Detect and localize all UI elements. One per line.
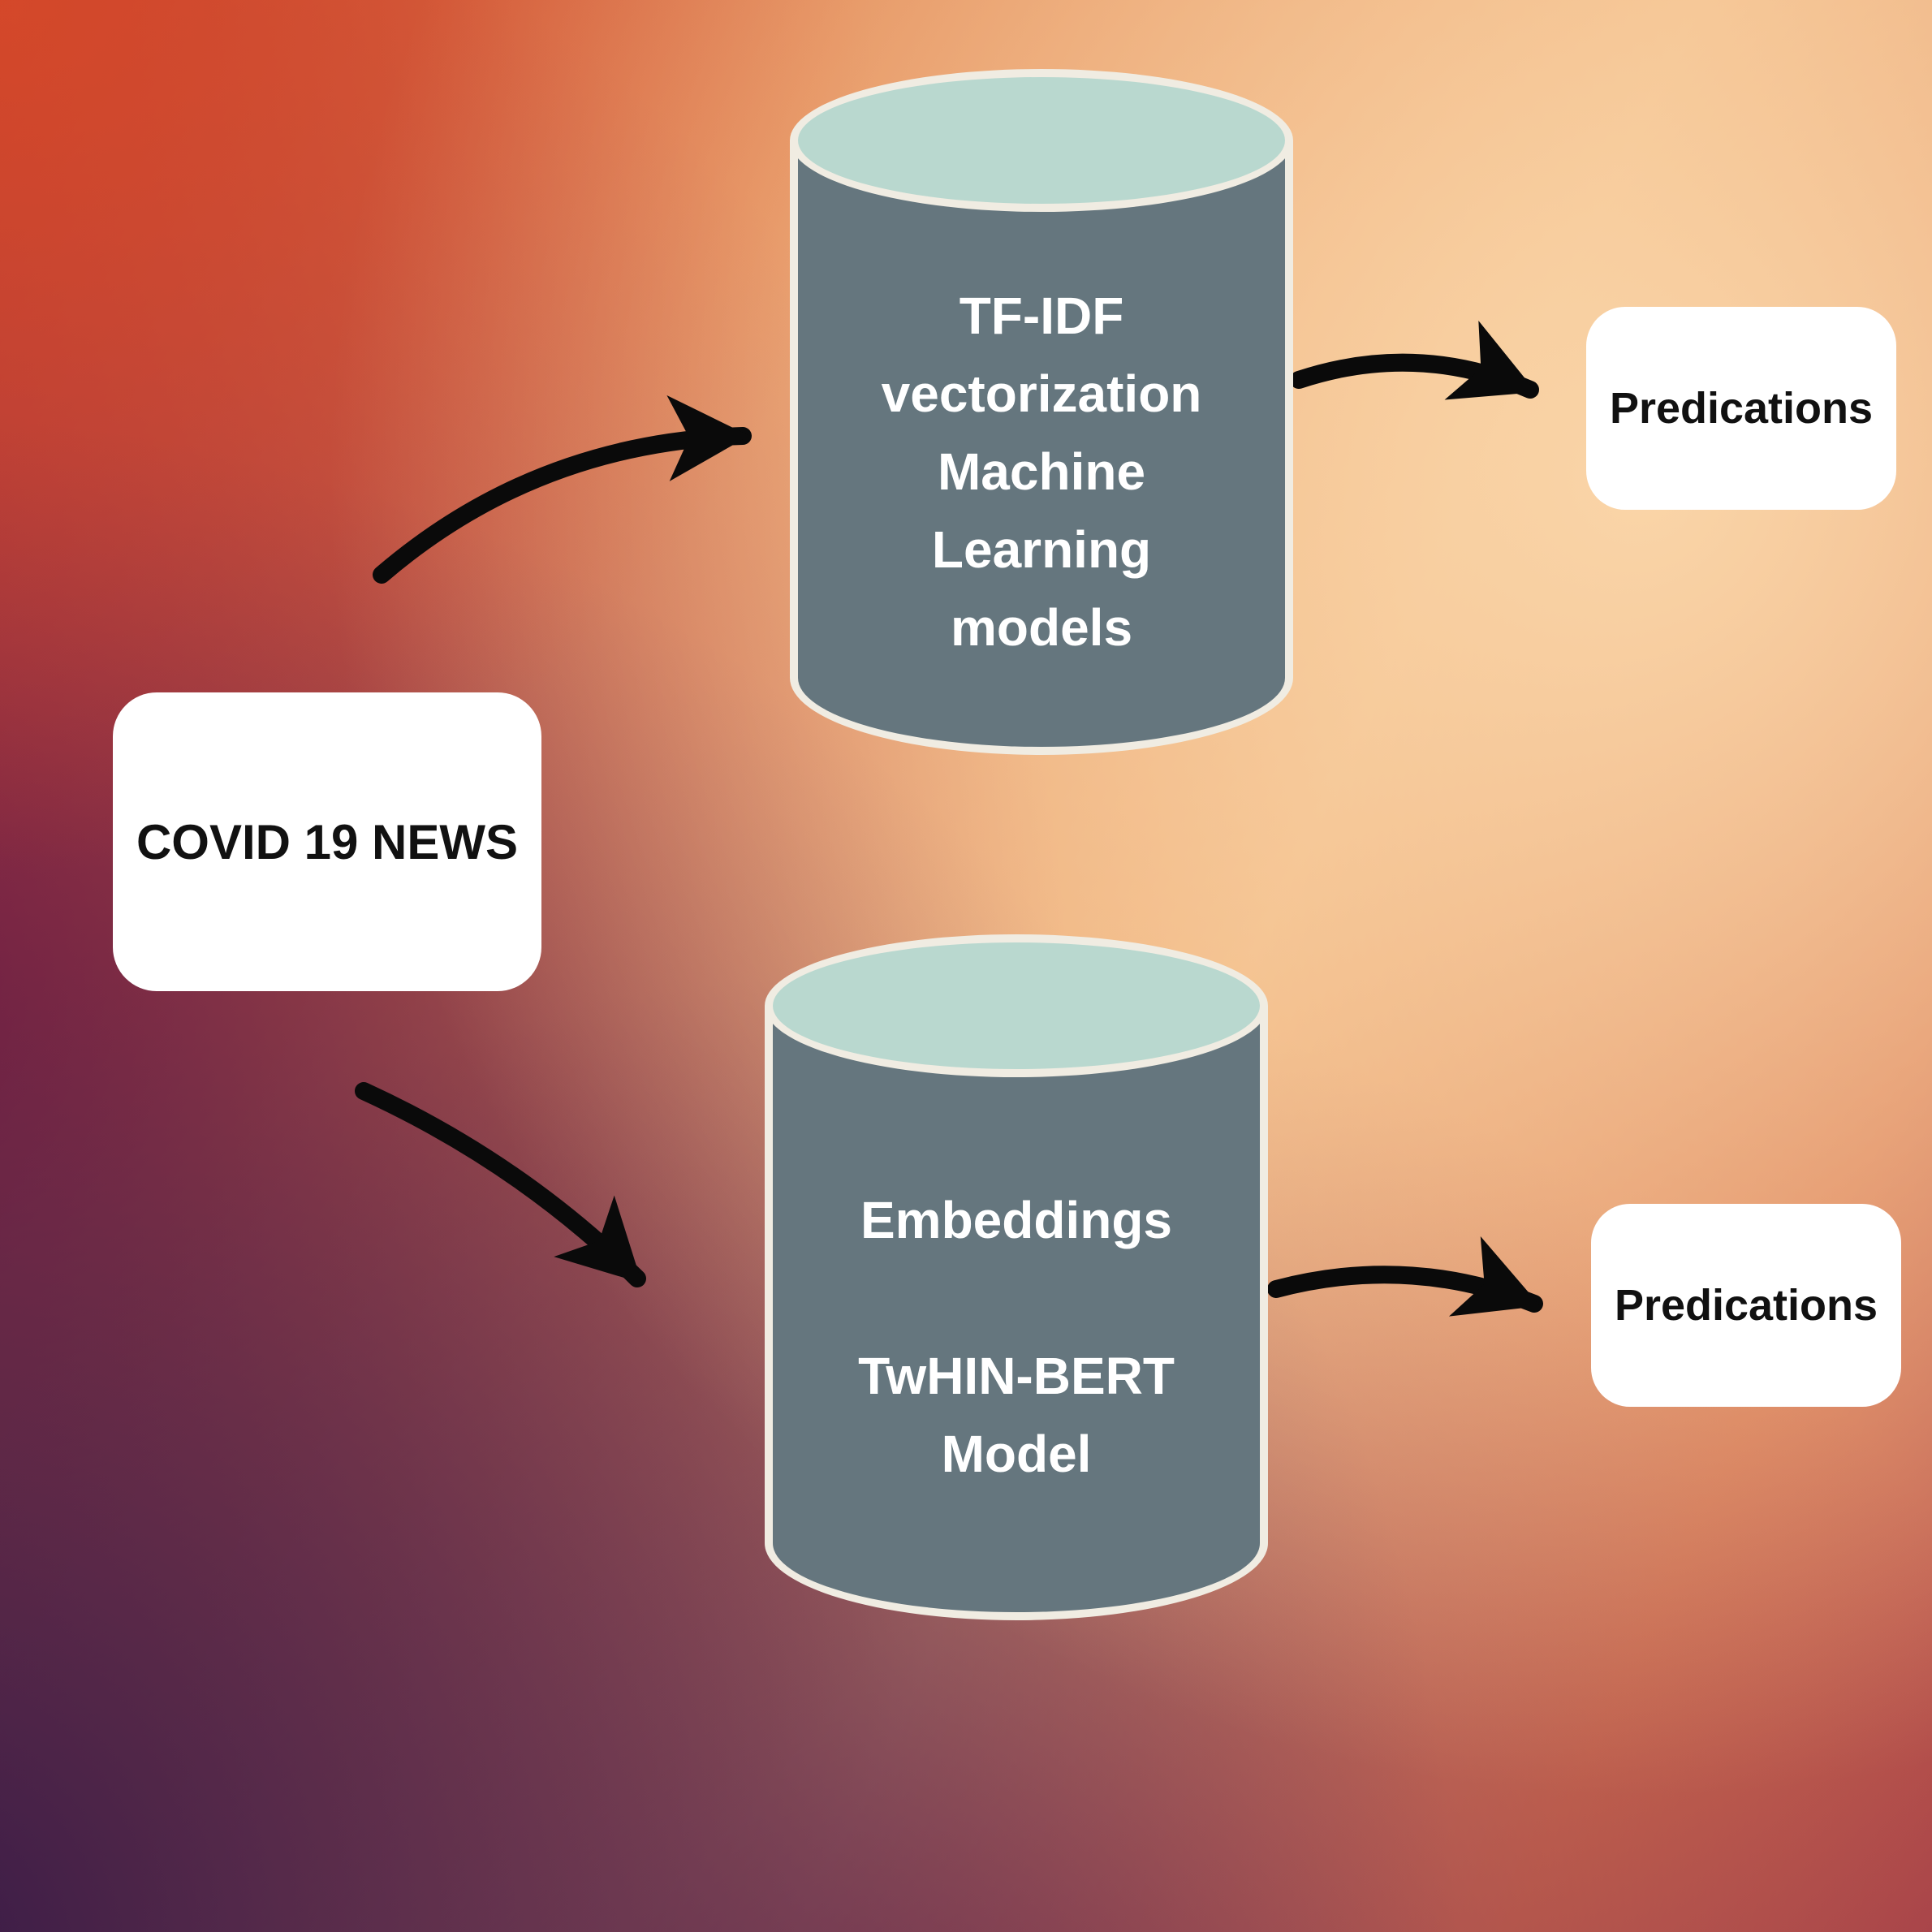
tfidf-line-4: Learning <box>931 520 1152 579</box>
arrow-covid-to-tfidf-cylinder <box>373 395 752 584</box>
bert-cylinder-label: Embeddings TwHIN-BERT Model <box>784 1077 1248 1596</box>
tfidf-cylinder-body <box>790 140 1293 755</box>
covid-news-box: COVID 19 NEWS <box>113 692 541 991</box>
tfidf-cylinder: TF-IDF vectorization Machine Learning mo… <box>790 69 1293 755</box>
bert-line-3: TwHIN-BERT <box>858 1346 1175 1405</box>
arrow-tfidf-to-predications <box>1290 321 1539 400</box>
predications-box-top: Predications <box>1586 307 1896 510</box>
bert-cylinder-body <box>765 1006 1268 1620</box>
tfidf-line-2: vectorization <box>881 364 1202 423</box>
bert-line-4: Model <box>941 1424 1092 1483</box>
bert-cylinder-cap <box>765 934 1268 1077</box>
arrow-covid-to-bert-cylinder <box>355 1082 646 1287</box>
arrow-bert-to-predications <box>1267 1236 1543 1317</box>
bert-line-1: Embeddings <box>860 1190 1173 1249</box>
predications-top-label: Predications <box>1609 384 1874 433</box>
tfidf-cylinder-label: TF-IDF vectorization Machine Learning mo… <box>809 212 1274 731</box>
tfidf-cylinder-cap <box>790 69 1293 212</box>
bert-cylinder: Embeddings TwHIN-BERT Model <box>765 934 1268 1620</box>
predications-bottom-label: Predications <box>1614 1281 1878 1330</box>
covid-news-label: COVID 19 NEWS <box>136 814 519 869</box>
tfidf-line-5: models <box>950 597 1133 657</box>
tfidf-line-3: Machine <box>937 442 1146 501</box>
tfidf-line-1: TF-IDF <box>959 286 1124 345</box>
predications-box-bottom: Predications <box>1591 1204 1901 1407</box>
